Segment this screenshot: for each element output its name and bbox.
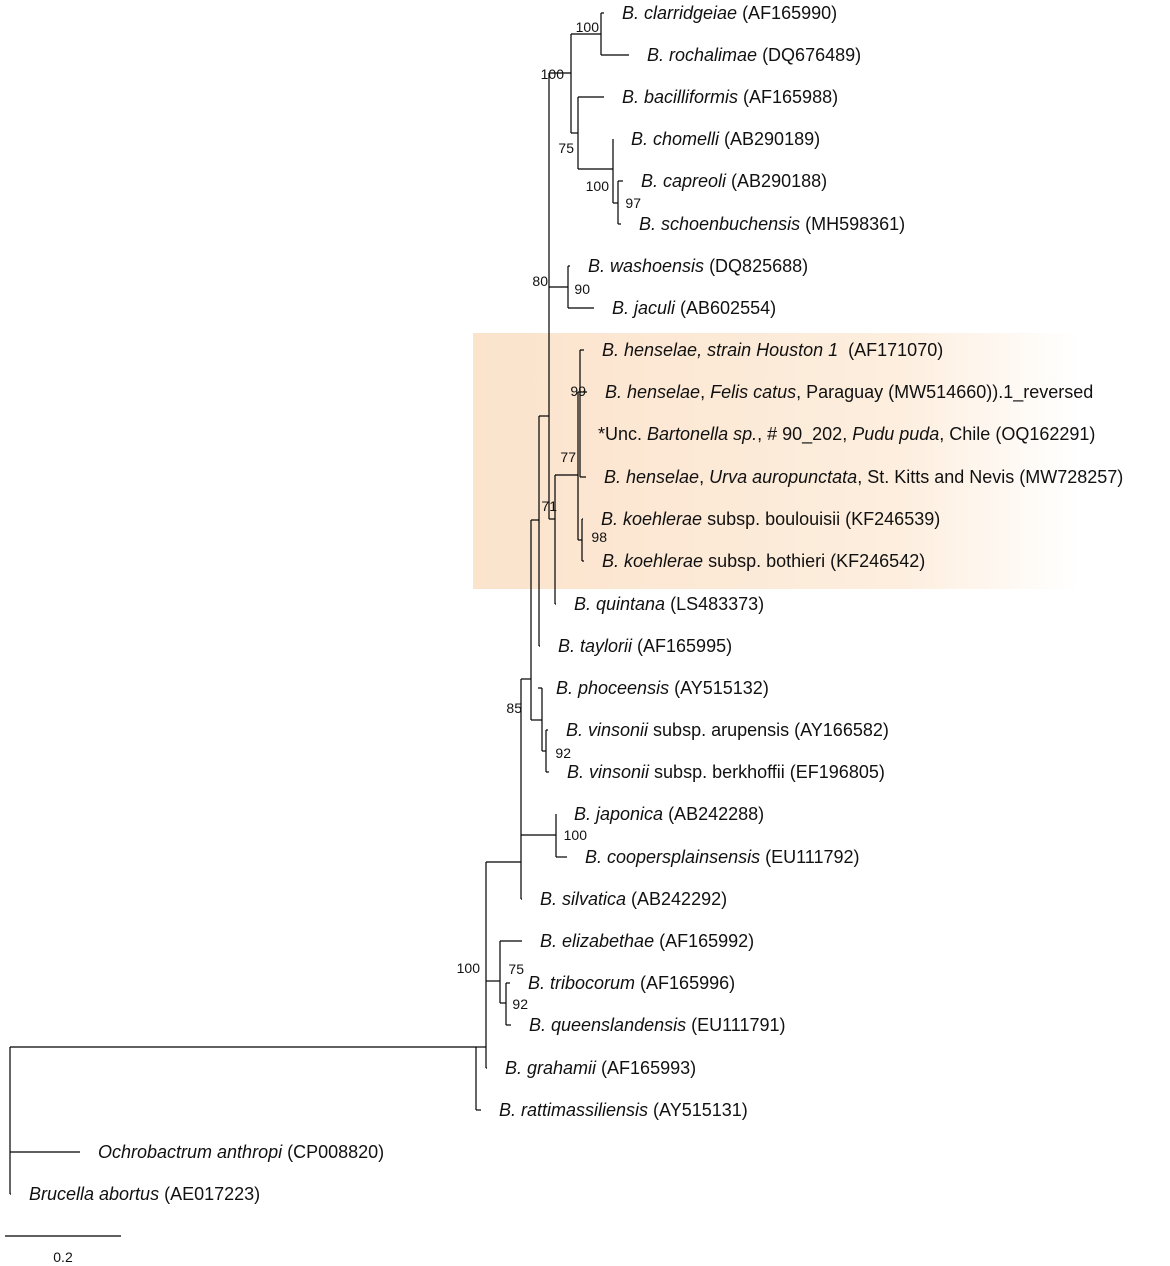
leaf-label-rochalimae: B. rochalimae (DQ676489) xyxy=(647,45,861,65)
leaf-label-washoensis: B. washoensis (DQ825688) xyxy=(588,256,808,276)
bootstrap-n-vinsonii: 92 xyxy=(555,745,571,761)
leaf-label-silvatica: B. silvatica (AB242292) xyxy=(540,889,727,909)
bootstrap-n-hens: 99 xyxy=(570,383,586,399)
leaf-label-jaculi: B. jaculi (AB602554) xyxy=(612,298,776,318)
bootstrap-n-eliz: 75 xyxy=(508,961,524,977)
bootstrap-n-top: 80 xyxy=(532,273,548,289)
bootstrap-n-quintana: 71 xyxy=(541,498,557,514)
bootstrap-n-clar-group: 100 xyxy=(541,66,565,82)
leaf-label-phoceensis: B. phoceensis (AY515132) xyxy=(556,678,769,698)
leaf-label-ochrobactrum: Ochrobactrum anthropi (CP008820) xyxy=(98,1142,384,1162)
bootstrap-n-koeh: 98 xyxy=(591,529,607,545)
leaf-label-coopersplainsensis: B. coopersplainsensis (EU111792) xyxy=(585,847,860,867)
leaf-label-vinsonii-arupensis: B. vinsonii subsp. arupensis (AY166582) xyxy=(566,720,889,740)
leaf-label-koehlerae-boulouisii: B. koehlerae subsp. boulouisii (KF246539… xyxy=(601,509,940,529)
leaf-label-tribocorum: B. tribocorum (AF165996) xyxy=(528,973,735,993)
leaf-label-capreoli: B. capreoli (AB290188) xyxy=(641,171,827,191)
leaf-label-quintana: B. quintana (LS483373) xyxy=(574,594,764,614)
bootstrap-n-wash-jac: 90 xyxy=(574,281,590,297)
bootstrap-n-japonica: 100 xyxy=(564,827,588,843)
leaf-label-japonica: B. japonica (AB242288) xyxy=(574,804,764,824)
leaf-label-vinsonii-berkhoffii: B. vinsonii subsp. berkhoffii (EF196805) xyxy=(567,762,885,782)
leaf-label-schoenbuchensis: B. schoenbuchensis (MH598361) xyxy=(639,214,905,234)
leaf-labels: B. clarridgeiae (AF165990) B. rochalimae … xyxy=(29,3,1123,1204)
bootstrap-labels: 100 100 75 100 97 80 90 99 77 98 71 85 92 100 100 75 92 xyxy=(457,19,642,1012)
leaf-label-henselae-felis: B. henselae, Felis catus, Paraguay (MW51… xyxy=(605,382,1093,403)
bootstrap-n-mid: 85 xyxy=(506,700,522,716)
bootstrap-n-hens-koeh: 77 xyxy=(560,449,576,465)
scale-bar-label: 0.2 xyxy=(53,1249,73,1265)
leaf-label-clarridgeiae: B. clarridgeiae (AF165990) xyxy=(622,3,837,23)
bootstrap-n-trib-queens: 92 xyxy=(512,996,528,1012)
bootstrap-n-chom-bac: 75 xyxy=(558,140,574,156)
leaf-label-taylorii: B. taylorii (AF165995) xyxy=(558,636,732,656)
bootstrap-n-chom-group: 100 xyxy=(586,178,610,194)
leaf-label-unc-bartonella: *Unc. Bartonella sp., # 90_202, Pudu pud… xyxy=(598,424,1095,445)
leaf-label-brucella: Brucella abortus (AE017223) xyxy=(29,1184,260,1204)
tree-branches xyxy=(9,12,629,1195)
leaf-label-henselae-urva: B. henselae, Urva auropunctata, St. Kitt… xyxy=(604,467,1123,487)
leaf-label-henselae-houston: B. henselae, strain Houston 1 (AF171070) xyxy=(602,340,943,360)
bootstrap-n-clar-roch: 100 xyxy=(576,19,600,35)
scale-bar: 0.2 xyxy=(5,1235,121,1265)
leaf-label-chomelli: B. chomelli (AB290189) xyxy=(631,129,820,149)
leaf-label-bacilliformis: B. bacilliformis (AF165988) xyxy=(622,87,838,107)
highlight-box xyxy=(473,333,1080,589)
leaf-label-queenslandensis: B. queenslandensis (EU111791) xyxy=(529,1015,786,1035)
leaf-label-koehlerae-bothieri: B. koehlerae subsp. bothieri (KF246542) xyxy=(602,551,925,571)
leaf-label-elizabethae: B. elizabethae (AF165992) xyxy=(540,931,754,951)
leaf-label-grahamii: B. grahamii (AF165993) xyxy=(505,1058,696,1078)
leaf-label-rattimassiliensis: B. rattimassiliensis (AY515131) xyxy=(499,1100,748,1120)
bootstrap-n-bartonella: 100 xyxy=(457,960,481,976)
bootstrap-n-capr-schoen: 97 xyxy=(625,195,641,211)
